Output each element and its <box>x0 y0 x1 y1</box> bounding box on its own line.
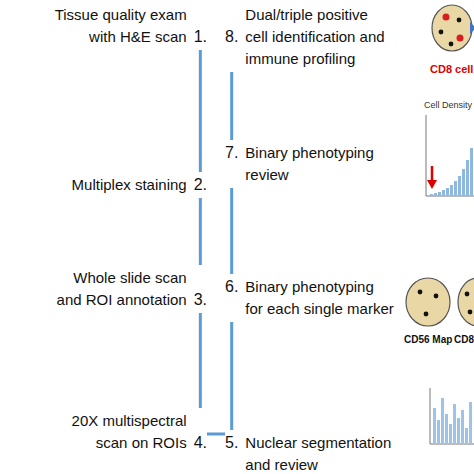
step-text: 20X multispectral scan on ROIs <box>47 410 187 454</box>
nucleus-dot <box>457 18 462 23</box>
step-text: Whole slide scan and ROI annotation <box>47 267 187 311</box>
step-node: 8.Dual/triple positive cell identificati… <box>225 4 387 70</box>
step-node: Whole slide scan and ROI annotation3. <box>7 267 207 311</box>
chart-axis <box>430 444 474 445</box>
cell-shape <box>458 278 474 326</box>
step-number: 3. <box>194 267 207 311</box>
nucleus-dot <box>449 42 454 47</box>
blue-arrow <box>473 27 474 30</box>
flow-connector <box>207 433 225 436</box>
step-number: 7. <box>225 142 238 164</box>
step-number: 1. <box>194 4 207 48</box>
red-arrow-head <box>427 180 437 189</box>
flow-connector <box>199 50 202 172</box>
step-text: Dual/triple positive cell identification… <box>245 4 387 70</box>
chart-axis <box>430 388 431 444</box>
step-node: 7. Binary phenotyping review <box>225 142 387 186</box>
flow-connector <box>230 322 233 430</box>
figure-label: Cell Density <box>424 101 472 111</box>
step-number: 2. <box>194 174 207 196</box>
marker-dot <box>457 35 464 42</box>
nucleus-dot <box>468 310 473 315</box>
step-text: Tissue quality exam with H&E scan <box>47 4 187 48</box>
chart-axis <box>426 115 427 196</box>
marker-bars <box>433 398 472 444</box>
nucleus-dot <box>418 290 423 295</box>
red-arrow <box>431 166 434 182</box>
step-text: Nuclear segmentation and review <box>245 432 395 474</box>
step-node: 6. Binary phenotyping for each single mar… <box>225 276 395 320</box>
step-node: Tissue quality exam with H&E scan1. <box>7 4 207 48</box>
flow-connector <box>230 188 233 274</box>
flow-connector <box>199 313 202 408</box>
chart-axis <box>426 196 474 197</box>
nucleus-dot <box>424 312 429 317</box>
nucleus-dot <box>434 294 439 299</box>
step-number: 4. <box>194 410 207 454</box>
step-number: 6. <box>225 276 238 298</box>
blue-arrow-head <box>470 22 474 34</box>
step-node: 20X multispectral scan on ROIs4. <box>7 410 207 454</box>
nucleus-dot <box>465 292 470 297</box>
figure-label: CD8 <box>454 334 474 345</box>
step-text: Binary phenotyping review <box>245 142 387 186</box>
flow-connector <box>199 198 202 265</box>
step-text: Binary phenotyping for each single marke… <box>245 276 394 320</box>
cell-shape <box>432 5 472 51</box>
cell-shape <box>406 278 450 326</box>
density-bars <box>430 148 473 196</box>
nucleus-dot <box>439 30 444 35</box>
step-number: 5. <box>225 432 238 454</box>
step-node: 5. Nuclear segmentation and review <box>225 432 395 474</box>
marker-dot <box>443 14 450 21</box>
figure-label: CD8 cell <box>430 63 473 75</box>
step-number: 8. <box>225 4 238 48</box>
figure-label: CD56 Map <box>404 334 452 345</box>
step-node: Multiplex staining 2. <box>7 174 207 196</box>
step-text: Multiplex staining <box>47 174 187 196</box>
flow-connector <box>230 72 233 140</box>
